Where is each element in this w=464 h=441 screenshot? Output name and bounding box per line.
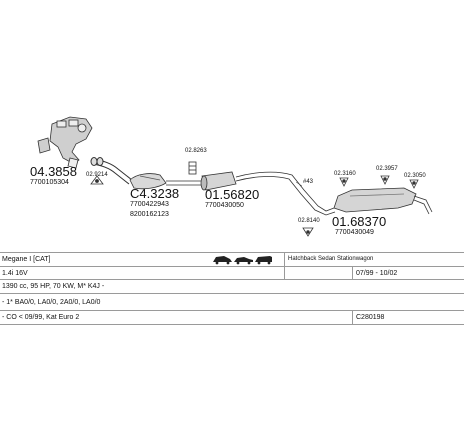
- gearbox-codes-text: - 1* BA0/0, LA0/0, 2A0/0, LA0/0: [2, 299, 101, 306]
- car-hatchback-icon: [213, 256, 232, 265]
- table-row: - 1* BA0/0, LA0/0, 2A0/0, LA0/0: [0, 296, 464, 309]
- clamp-drawing: [188, 161, 197, 175]
- rubber-mount-drawings: [302, 175, 419, 237]
- table-row: 1.4i 16V 07/99 - 10/02: [0, 267, 464, 280]
- part-01-68370-ref: 7700430049: [335, 229, 374, 236]
- part-c4-3238-label: C4.3238: [130, 186, 179, 201]
- gasket-drawing: [90, 175, 104, 185]
- part-04-3858-ref: 7700105304: [30, 179, 69, 186]
- catalytic-converter-drawing: [129, 173, 180, 190]
- part-02-3957-label: 02.3957: [376, 166, 398, 172]
- part-04-3858-label: 04.3858: [30, 164, 77, 179]
- car-sedan-icon: [234, 257, 253, 265]
- part-43-label: #43: [303, 179, 314, 185]
- table-row: - CO < 09/99, Kat Euro 2 C280198: [0, 311, 464, 324]
- part-02-8140-label: 02.8140: [298, 218, 320, 224]
- part-02-3050-label: 02.3050: [404, 173, 426, 179]
- part-02-3160-label: 02.3160: [334, 171, 356, 177]
- part-01-56820-ref: 7700430050: [205, 202, 244, 209]
- part-labels: 04.3858 7700105304 02.9214 C4.3238 77004…: [30, 148, 426, 236]
- part-02-8263-label: 02.8263: [185, 148, 207, 154]
- part-01-56820-label: 01.56820: [205, 187, 259, 202]
- part-c4-3238-ref2: 8200162123: [130, 211, 169, 218]
- body-type-icons: [213, 256, 272, 265]
- exhaust-manifold-drawing: [37, 116, 93, 169]
- engine-text: 1.4i 16V: [2, 270, 28, 277]
- years-text: 07/99 - 10/02: [356, 270, 398, 277]
- table-row: 1390 cc, 95 HP, 70 KW, M* K4J -: [0, 280, 464, 293]
- leader-lines: [295, 181, 303, 187]
- middle-silencer-drawing: [180, 171, 336, 216]
- front-pipe-drawing: [90, 157, 133, 185]
- table-row: Megane I [CAT] Hatchback Sedan Stationwa…: [0, 253, 464, 266]
- model-name: Megane I [CAT]: [2, 256, 51, 263]
- car-stationwagon-icon: [255, 256, 272, 265]
- catalog-code-text: C280198: [356, 314, 385, 321]
- engine-details-text: 1390 cc, 95 HP, 70 KW, M* K4J -: [2, 283, 105, 290]
- body-types-text: Hatchback Sedan Stationwagon: [288, 256, 374, 262]
- part-02-9214-label: 02.9214: [86, 172, 108, 178]
- part-01-68370-label: 01.68370: [332, 214, 386, 229]
- part-c4-3238-ref: 7700422943: [130, 201, 169, 208]
- rear-silencer-drawing: [333, 187, 433, 215]
- emission-text: - CO < 09/99, Kat Euro 2: [2, 314, 80, 321]
